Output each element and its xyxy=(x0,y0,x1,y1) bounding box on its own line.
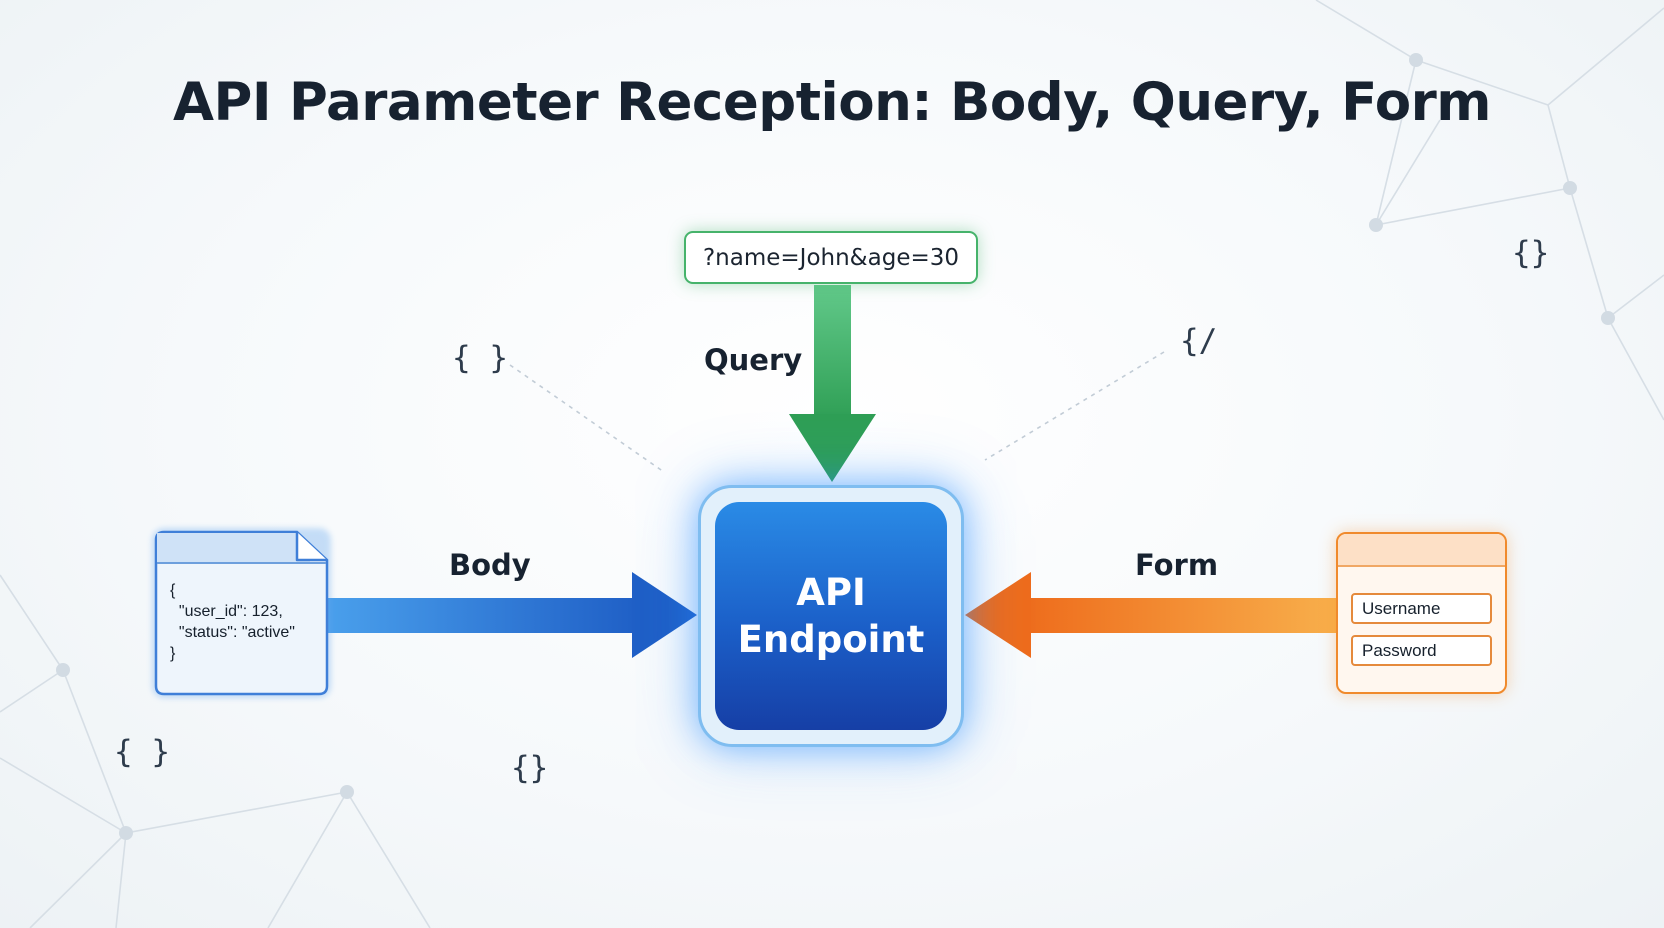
page-title: API Parameter Reception: Body, Query, Fo… xyxy=(172,72,1492,133)
doc-card-shape xyxy=(152,528,331,698)
query-label: Query xyxy=(704,343,803,377)
endpoint-line-1: API xyxy=(796,571,866,614)
password-field[interactable]: Password xyxy=(1351,635,1492,666)
form-header-bar xyxy=(1338,534,1505,567)
brace-decoration-1: { } xyxy=(452,340,508,376)
brace-decoration-4: { } xyxy=(114,734,170,770)
login-form: Username Password xyxy=(1336,532,1507,694)
api-endpoint: API Endpoint xyxy=(698,485,964,747)
json-body-text: { "user_id": 123, "status": "active" } xyxy=(170,582,295,662)
form-label: Form xyxy=(1135,548,1219,582)
username-field[interactable]: Username xyxy=(1351,593,1492,624)
body-label: Body xyxy=(449,548,531,582)
query-string-example: ?name=John&age=30 xyxy=(684,231,978,284)
query-arrow xyxy=(789,285,876,482)
brace-decoration-3: {} xyxy=(1512,235,1550,271)
background-nodes xyxy=(56,53,1615,840)
api-endpoint-core: API Endpoint xyxy=(715,502,947,730)
brace-decoration-5: {} xyxy=(511,750,549,786)
brace-decoration-2: {/ xyxy=(1180,323,1218,359)
json-body-document: { "user_id": 123, "status": "active" } xyxy=(156,532,327,694)
endpoint-line-2: Endpoint xyxy=(737,618,925,661)
form-arrow xyxy=(965,572,1340,658)
body-arrow xyxy=(325,572,697,658)
dotted-connectors xyxy=(509,351,1165,473)
